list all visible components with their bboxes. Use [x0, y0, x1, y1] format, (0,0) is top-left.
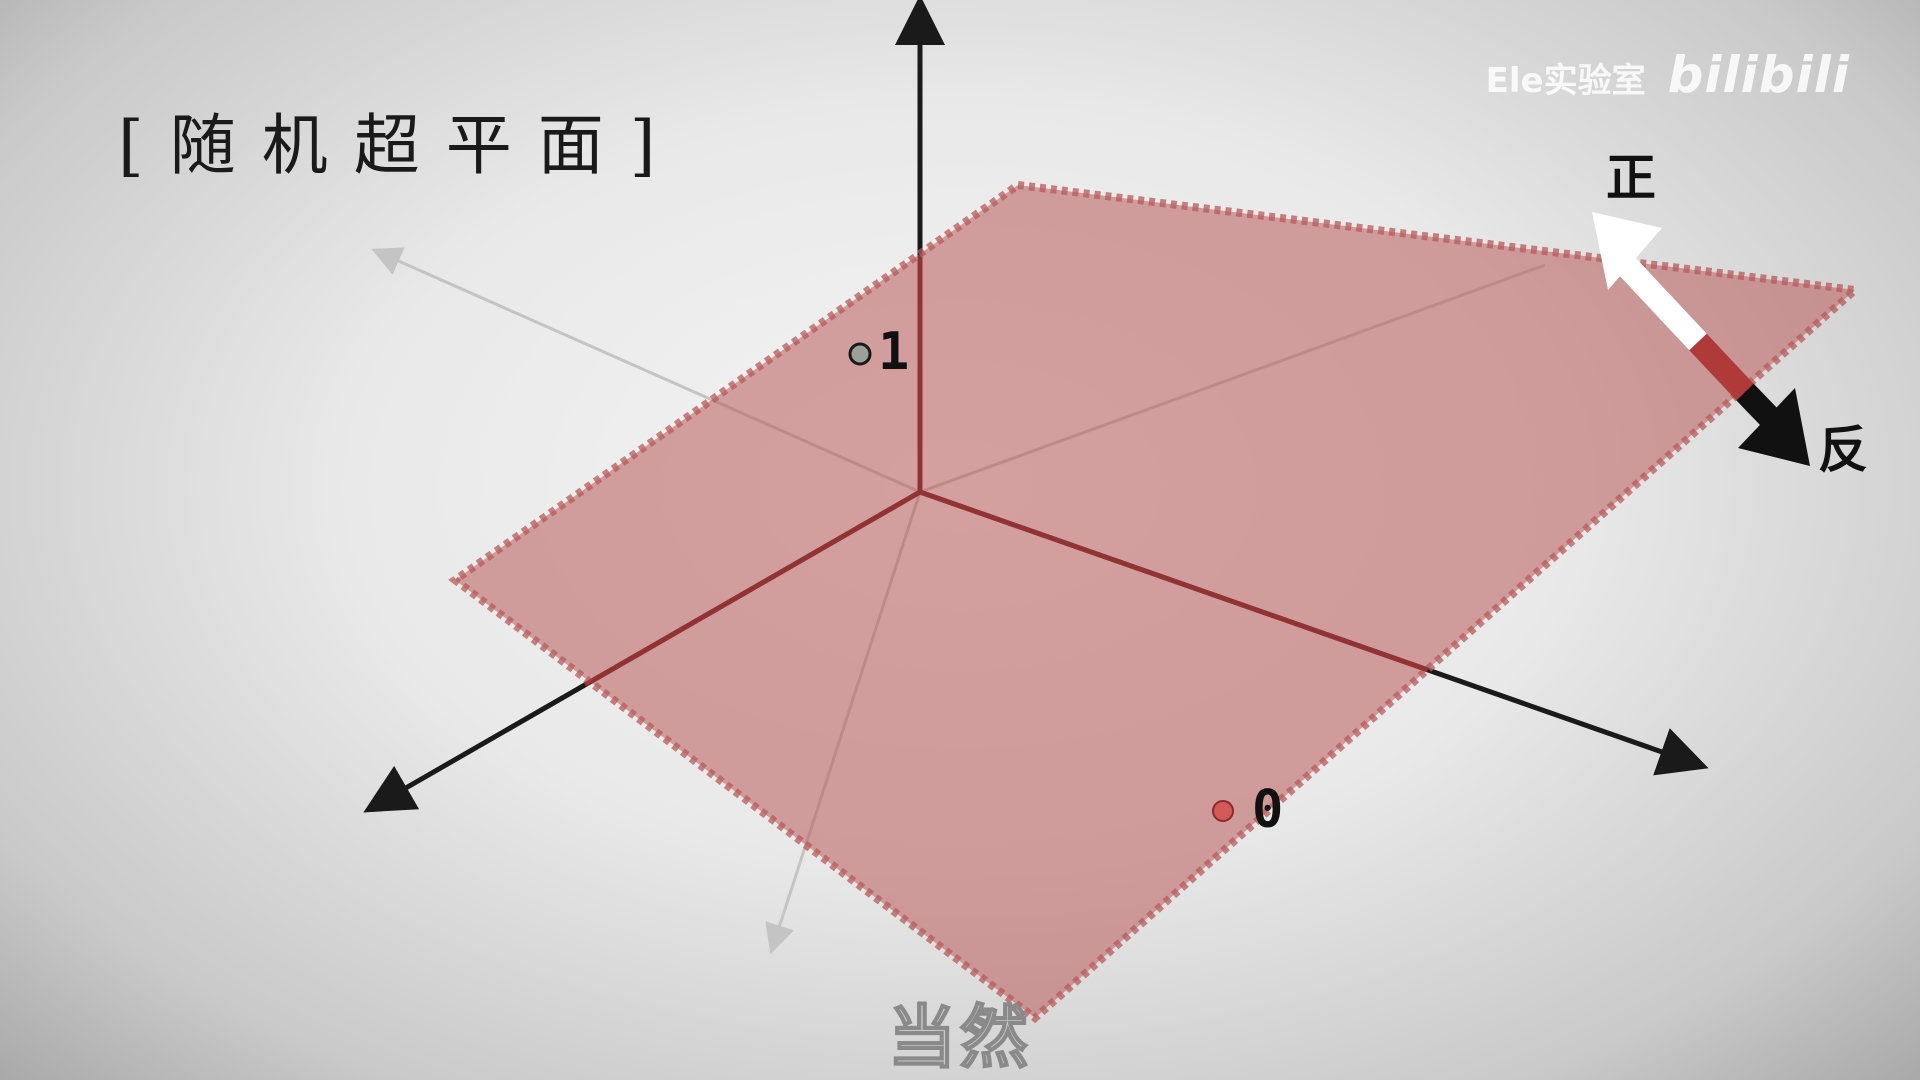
normal-arrow — [1592, 212, 1810, 466]
hyperplane — [448, 180, 1865, 1024]
axis-left-covered — [583, 489, 922, 688]
subtitle-caption: 当然 — [887, 998, 1032, 1079]
slide-title: [随机超平面] — [118, 107, 682, 184]
point-0-label: 0 — [1252, 780, 1284, 840]
channel-name: Ele实验室 — [1485, 61, 1646, 101]
normal-arrow-black-head — [1738, 388, 1810, 466]
point-0 — [1212, 800, 1234, 822]
normal-arrow-red-segment — [1689, 333, 1754, 401]
point-1 — [848, 342, 872, 366]
positive-side-label: 正 — [1606, 149, 1656, 207]
normal-arrow-white-head — [1592, 212, 1662, 290]
axis-right-covered — [919, 489, 1429, 673]
negative-side-label: 反 — [1818, 421, 1868, 479]
channel-watermark: Ele实验室 bilibili — [1486, 46, 1850, 104]
normal-arrow-black-shaft — [1736, 383, 1779, 427]
point-1-label: 1 — [878, 322, 910, 382]
bilibili-logo: bilibili — [1667, 46, 1850, 104]
